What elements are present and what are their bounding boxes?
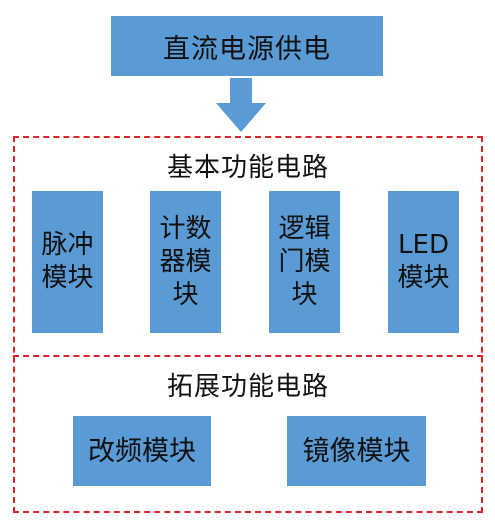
- led-module-label: LED模块: [397, 230, 450, 293]
- counter-module-label: 计数器模块: [159, 213, 212, 310]
- frequency-change-module-label: 改频模块: [88, 435, 196, 467]
- power-supply-box: 直流电源供电: [111, 16, 383, 76]
- circuit-group-frame: [13, 136, 483, 513]
- extended-circuit-title: 拓展功能电路: [166, 372, 329, 402]
- power-supply-label: 直流电源供电: [163, 33, 331, 65]
- basic-circuit-title: 基本功能电路: [166, 153, 329, 183]
- pulse-module-box: 脉冲模块: [32, 191, 103, 333]
- mirror-module-box: 镜像模块: [287, 416, 426, 486]
- mirror-module-label: 镜像模块: [302, 435, 411, 467]
- section-divider: [13, 355, 483, 357]
- counter-module-box: 计数器模块: [150, 191, 221, 333]
- down-arrow-icon: [216, 78, 266, 132]
- logic-gate-module-box: 逻辑门模块: [269, 191, 340, 333]
- pulse-module-label: 脉冲模块: [41, 230, 94, 293]
- frequency-change-module-box: 改频模块: [73, 416, 211, 486]
- logic-gate-module-label: 逻辑门模块: [278, 213, 331, 310]
- led-module-box: LED模块: [388, 191, 459, 333]
